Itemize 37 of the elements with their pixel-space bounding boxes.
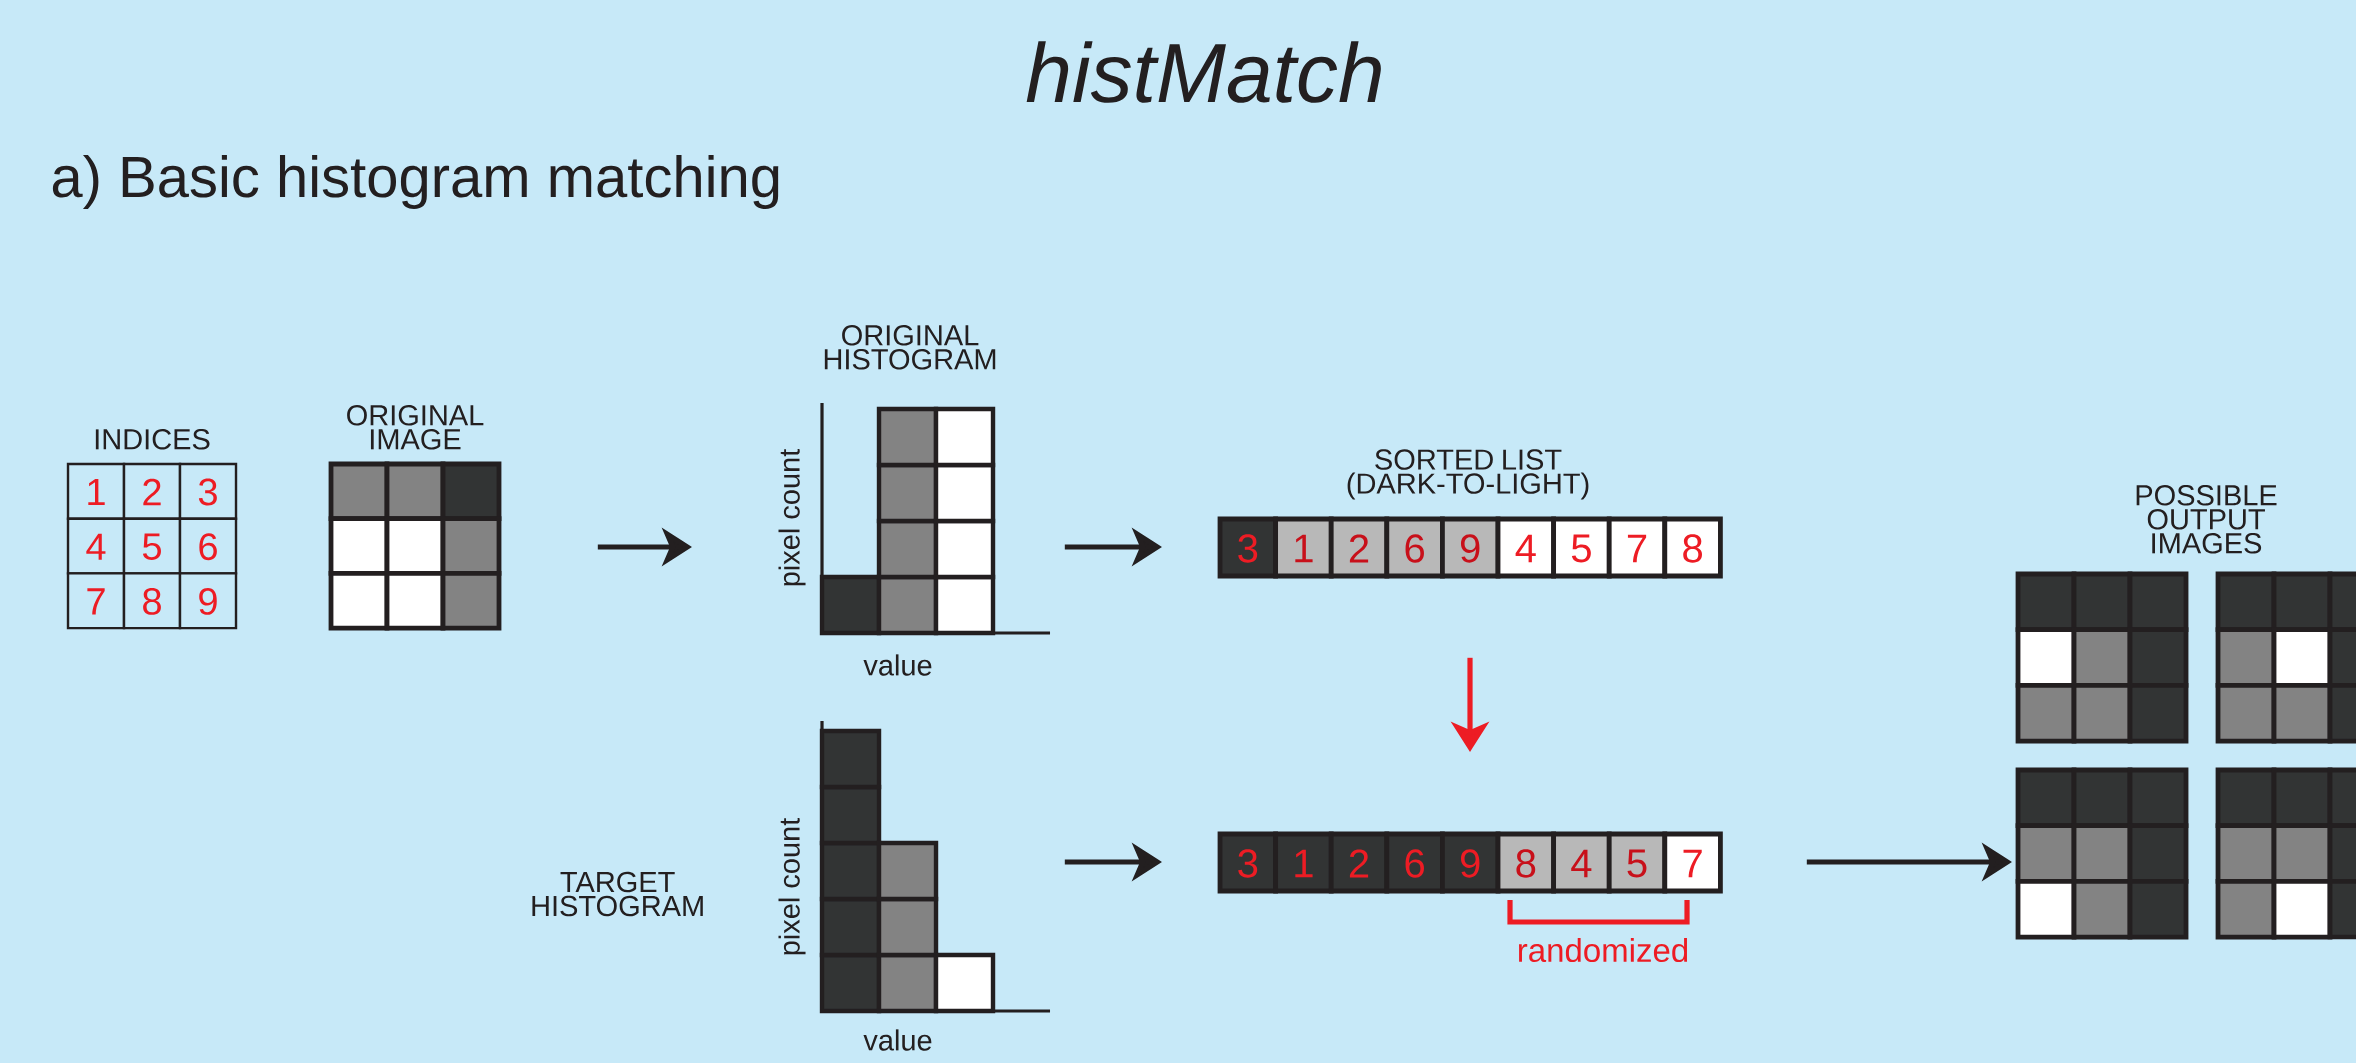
section-heading: a) Basic histogram matching [52, 154, 779, 210]
cell-number: 8 [1683, 534, 1702, 563]
cell-number: 9 [1460, 534, 1480, 563]
heading: ORIGINAL IMAGE [347, 405, 484, 450]
cell-number: 4 [1515, 534, 1536, 563]
axis-label: pixel count [778, 817, 806, 955]
cell-number: 7 [1627, 534, 1647, 563]
cell-number: 7 [87, 588, 105, 615]
heading: POSSIBLE OUTPUT IMAGES [2136, 485, 2277, 554]
cell-number: 8 [1516, 849, 1536, 878]
heading: SORTED LIST (DARK-TO-LIGHT) [1347, 449, 1589, 500]
cell-number: 3 [1238, 534, 1258, 563]
cell-number: 6 [199, 533, 217, 561]
cell-number: 1 [1295, 534, 1313, 563]
cell-number: 5 [142, 533, 161, 560]
cell-number: 8 [143, 587, 161, 615]
cell-number: 2 [1349, 849, 1369, 878]
heading: ORIGINAL HISTOGRAM [824, 325, 996, 370]
cell-number: 2 [1349, 534, 1369, 563]
cell-number: 3 [1238, 849, 1258, 878]
cell-number: 9 [1460, 849, 1480, 878]
cell-number: 1 [1295, 849, 1313, 878]
cell-number: 9 [199, 587, 217, 615]
cell-number: 6 [1405, 849, 1424, 878]
cell-number: 1 [88, 478, 105, 506]
cell-number: 3 [198, 478, 217, 506]
cell-number: 2 [143, 478, 161, 506]
title: histMatch [1026, 41, 1381, 103]
cell-number: 7 [1683, 849, 1702, 878]
heading: INDICES [95, 429, 210, 450]
bracket-label: randomized [1519, 937, 1688, 963]
axis-label: pixel count [778, 448, 806, 586]
cell-number: 4 [1571, 849, 1592, 878]
axis-label: value [863, 654, 932, 676]
cell-number: 6 [1405, 534, 1424, 563]
cell-number: 5 [1627, 849, 1647, 878]
heading: TARGET HISTOGRAM [532, 871, 703, 917]
